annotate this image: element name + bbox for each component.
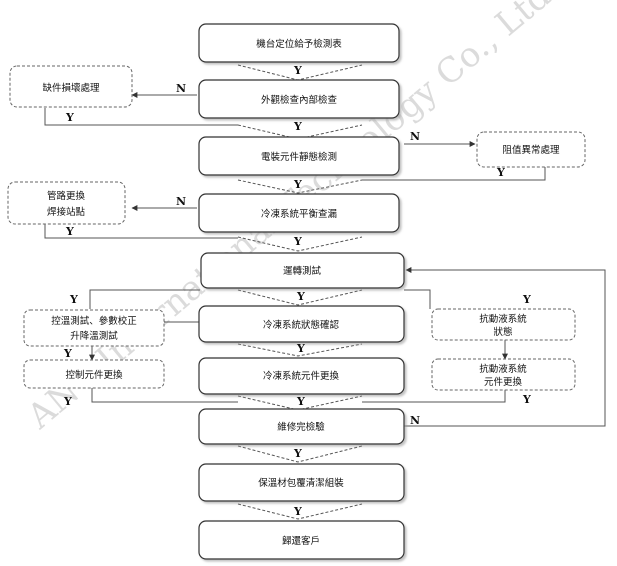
antifreeze-replace-label-1: 抗動液系統 [479,363,527,375]
connector-pipe-return [44,224,238,239]
step-10: 歸還客戶 [198,520,405,560]
control-replace-box: 控制元件更換 [23,359,165,389]
yes-label: Y [293,235,302,248]
yes-label: Y [63,395,72,408]
step-2-label: 外觀檢查內部檢查 [261,94,338,106]
step-5-label: 運轉測試 [283,265,322,277]
step-8: 維修完檢驗 [198,408,405,445]
step-2: 外觀檢查內部檢查 [198,79,400,119]
connector-antifreeze-rep-return [362,390,506,403]
resistance-label: 阻值異常處理 [502,144,560,156]
yes-label: Y [496,166,505,179]
yes-label: Y [293,505,302,518]
yes-label: Y [63,347,72,360]
resistance-box: 阻值異常處理 [476,131,586,168]
side-connectors [44,92,606,427]
step-6-label: 冷凍系統狀態確認 [263,319,340,331]
temp-test-label-1: 控溫測試、參數校正 [51,315,137,327]
connector-s8-s9 [237,445,363,463]
no-label: N [176,82,186,95]
step-9-label: 保溫材包覆清潔組裝 [258,477,344,489]
antifreeze-label-1: 抗動液系統 [479,313,527,325]
control-replace-label: 控制元件更換 [65,369,123,381]
connector-s9-s10 [237,503,363,520]
step-1-label: 機台定位給予檢測表 [256,38,342,50]
decision-labels: Y Y Y Y Y Y Y Y Y Y Y Y Y Y Y Y Y N N N … [63,64,531,518]
step-5: 運轉測試 [200,252,405,289]
yes-label: Y [293,447,302,460]
antifreeze-replace-box: 抗動液系統 元件更換 [431,358,576,391]
pipe-box: 管路更換 焊接站點 [7,181,126,225]
main-steps: 機台定位給予檢測表 外觀檢查內部檢查 電裝元件靜態檢測 冷凍系統平衡查漏 運轉測… [198,23,405,560]
step-6: 冷凍系統狀態確認 [198,305,405,343]
yes-label: Y [65,225,74,238]
antifreeze-label-2: 狀態 [493,326,512,338]
step-10-label: 歸還客戶 [282,535,320,547]
step-3: 電裝元件靜態檢測 [198,136,400,176]
step-8-label: 維修完檢驗 [277,421,325,433]
antifreeze-replace-label-2: 元件更換 [484,376,523,388]
connector-s4-s5 [237,236,363,252]
yes-label: Y [293,178,302,191]
step-4-label: 冷凍系統平衡查漏 [261,208,337,220]
damaged-parts-label: 缺件損壞處理 [42,82,100,94]
no-label: N [176,195,186,208]
yes-label: Y [296,395,305,408]
temp-test-box: 控溫測試、參數校正 升降溫測試 [23,309,165,347]
yes-label: Y [296,342,305,355]
step-7: 冷凍系統元件更換 [198,357,405,395]
connector-resistance-return [362,167,546,181]
pipe-label-1: 管路更換 [47,190,86,202]
connector-s6-s7 [237,343,363,357]
yes-label: Y [69,293,78,306]
connector-control-return [91,388,238,403]
yes-label: Y [296,290,305,303]
connector-s5-to-antifreeze [404,289,431,309]
step-3-label: 電裝元件靜態檢測 [261,151,337,163]
no-label: N [410,414,420,427]
yes-label: Y [293,64,302,77]
yes-label: Y [293,120,302,133]
step-9: 保溫材包覆清潔組裝 [198,463,405,502]
step-7-label: 冷凍系統元件更換 [263,370,340,382]
no-label: N [410,130,420,143]
connector-s5-s6 [237,289,363,306]
connector-s8-loop-back [404,267,606,427]
pipe-label-2: 焊接站點 [47,206,86,218]
temp-test-label-2: 升降溫測試 [70,330,118,342]
step-1: 機台定位給予檢測表 [198,23,400,63]
yes-label: Y [522,393,531,406]
connector-s5-to-temp [89,289,200,309]
connector-damaged-return [44,108,238,126]
connector-s3-s4 [237,179,363,194]
antifreeze-box: 抗動液系統 狀態 [431,308,576,341]
yes-label: Y [65,111,74,124]
side-steps: 缺件損壞處理 阻值異常處理 管路更換 焊接站點 控溫測試、參數校正 升降溫測試 … [7,65,586,391]
step-4: 冷凍系統平衡查漏 [198,193,400,233]
yes-label: Y [522,293,531,306]
damaged-parts-box: 缺件損壞處理 [9,65,133,108]
